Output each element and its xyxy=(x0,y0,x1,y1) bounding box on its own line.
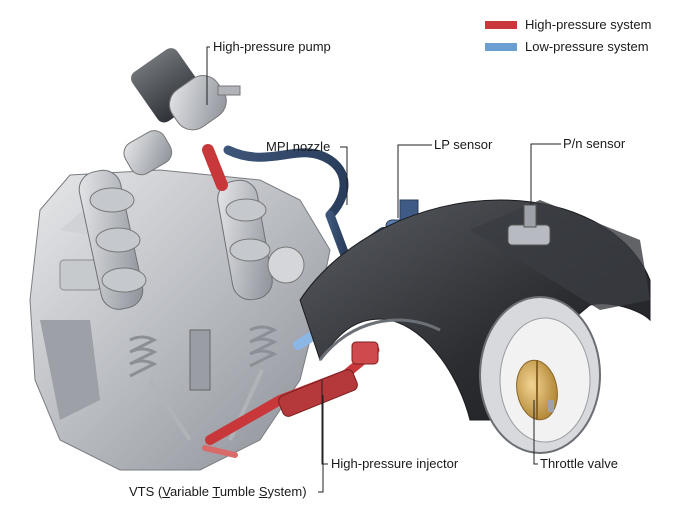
label-pn-sensor: P/n sensor xyxy=(563,136,626,151)
pn-sensor xyxy=(507,204,551,246)
high-pressure-injector xyxy=(278,341,379,417)
throttle-body xyxy=(479,296,601,454)
label-throttle-valve: Throttle valve xyxy=(540,456,619,471)
label-vts: VTS (Variable Tumble System) xyxy=(129,484,307,499)
low-pressure-line xyxy=(223,145,350,260)
label-lp-sensor: LP sensor xyxy=(434,137,493,152)
legend-high-pressure-label: High-pressure system xyxy=(525,17,652,32)
high-pressure-swatch xyxy=(485,20,517,29)
label-high-pressure-pump: High-pressure pump xyxy=(213,39,331,54)
camshaft-left xyxy=(78,169,147,310)
high-pressure-pump xyxy=(123,48,241,176)
label-high-pressure-injector: High-pressure injector xyxy=(331,456,459,471)
legend-low-pressure-label: Low-pressure system xyxy=(525,39,649,54)
valve-springs xyxy=(129,325,278,442)
legend-high-pressure: High-pressure system xyxy=(485,17,651,32)
legend-low-pressure: Low-pressure system xyxy=(485,39,649,54)
label-mpi-nozzle: MPI nozzle xyxy=(266,139,331,154)
camshaft-right xyxy=(217,179,305,301)
low-pressure-swatch xyxy=(485,42,517,51)
leader-lines xyxy=(206,46,561,493)
